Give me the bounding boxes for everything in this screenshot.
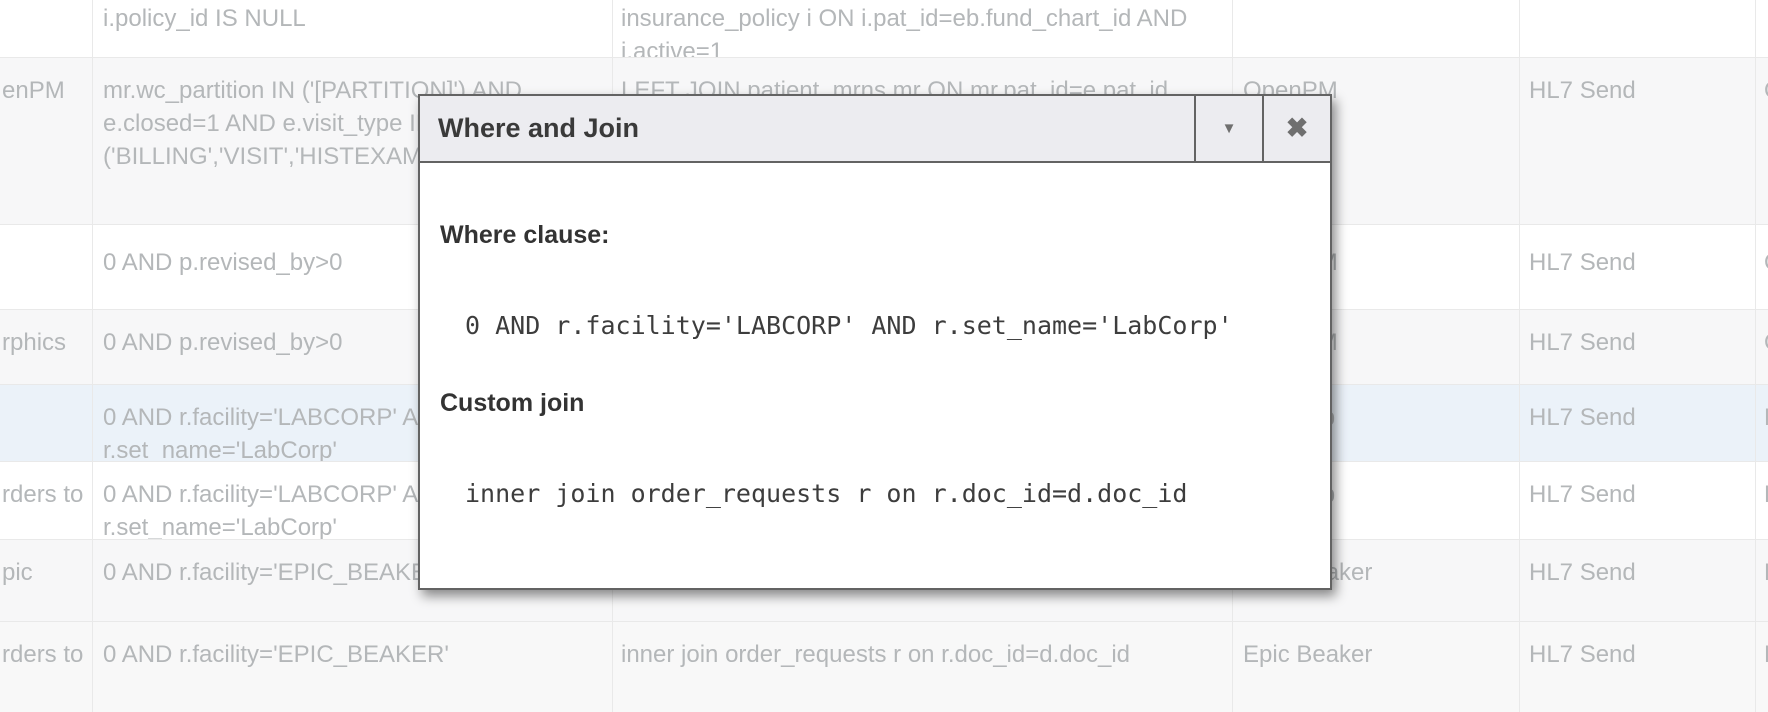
join-clause-cell: inner join order_requests r on r.doc_id=… xyxy=(612,622,1232,712)
send-type-cell: HL7 Send xyxy=(1519,225,1755,309)
extra-cell: Epic Beaker xyxy=(1755,540,1768,621)
send-type-cell: HL7 Send xyxy=(1519,58,1755,224)
where-and-join-dialog: Where and Join ▼ ✖ Where clause: 0 AND r… xyxy=(418,94,1332,590)
extra-cell: OpenPM xyxy=(1755,310,1768,384)
where-clause-value: 0 AND r.facility='LABCORP' AND r.set_nam… xyxy=(465,311,1233,340)
send-type-cell: HL7 Send xyxy=(1519,462,1755,539)
where-clause-cell: 0 AND r.facility='EPIC_BEAKER' xyxy=(92,622,612,712)
where-clause-cell: 0 AND p.revised_by>0 xyxy=(92,310,612,384)
interface-name-cell: enPM xyxy=(2,77,65,104)
where-clause-cell: 0 AND r.facility='EPIC_BEAKER' xyxy=(92,540,612,621)
custom-join-value: inner join order_requests r on r.doc_id=… xyxy=(465,479,1188,508)
modal-title: Where and Join xyxy=(438,113,640,143)
extra-cell: Epic Beaker xyxy=(1755,622,1768,712)
interface-name-cell: rders to xyxy=(2,641,84,668)
interface-name-cell: rders to xyxy=(2,481,84,508)
close-button[interactable]: ✖ xyxy=(1262,96,1330,161)
interface-name-cell: rphics xyxy=(2,329,67,356)
system-cell: Epic Beaker xyxy=(1232,622,1519,712)
where-clause-cell: i.policy_id IS NULL xyxy=(92,0,612,57)
where-clause-label: Where clause: xyxy=(440,221,610,249)
minimize-button[interactable]: ▼ xyxy=(1194,96,1262,161)
extra-cell xyxy=(1755,0,1768,57)
extra-cell: LabCorp xyxy=(1755,385,1768,461)
system-cell xyxy=(1232,0,1519,57)
modal-drag-handle[interactable]: Where and Join ▼ ✖ xyxy=(420,96,1330,163)
table-row[interactable]: i.policy_id IS NULL insurance_policy i O… xyxy=(0,0,1768,58)
table-row[interactable]: rders to 0 AND r.facility='EPIC_BEAKER' … xyxy=(0,622,1768,712)
send-type-cell: HL7 Send xyxy=(1519,622,1755,712)
interface-name-cell xyxy=(0,385,92,461)
send-type-cell: HL7 Send xyxy=(1519,310,1755,384)
send-type-cell: HL7 Send xyxy=(1519,540,1755,621)
extra-cell: OpenPM xyxy=(1755,58,1768,224)
interface-name-cell xyxy=(0,225,92,309)
join-clause-cell: insurance_policy i ON i.pat_id=eb.fund_c… xyxy=(612,0,1232,57)
custom-join-label: Custom join xyxy=(440,389,585,417)
where-clause-cell: 0 AND r.facility='LABCORP' AND r.set_nam… xyxy=(92,385,612,461)
where-clause-cell: mr.wc_partition IN ('[PARTITION]') AND e… xyxy=(92,58,612,224)
close-icon: ✖ xyxy=(1285,113,1309,143)
send-type-cell: HL7 Send xyxy=(1519,385,1755,461)
where-clause-cell: 0 AND p.revised_by>0 xyxy=(92,225,612,309)
interface-name-cell: pic xyxy=(2,559,33,586)
extra-cell: OpenPM xyxy=(1755,225,1768,309)
where-clause-cell: 0 AND r.facility='LABCORP' AND r.set_nam… xyxy=(92,462,612,539)
interface-name-cell xyxy=(0,0,92,57)
modal-body: Where clause: 0 AND r.facility='LABCORP'… xyxy=(420,163,1330,590)
send-type-cell xyxy=(1519,0,1755,57)
chevron-down-icon: ▼ xyxy=(1221,120,1237,137)
extra-cell: LabCorp xyxy=(1755,462,1768,539)
